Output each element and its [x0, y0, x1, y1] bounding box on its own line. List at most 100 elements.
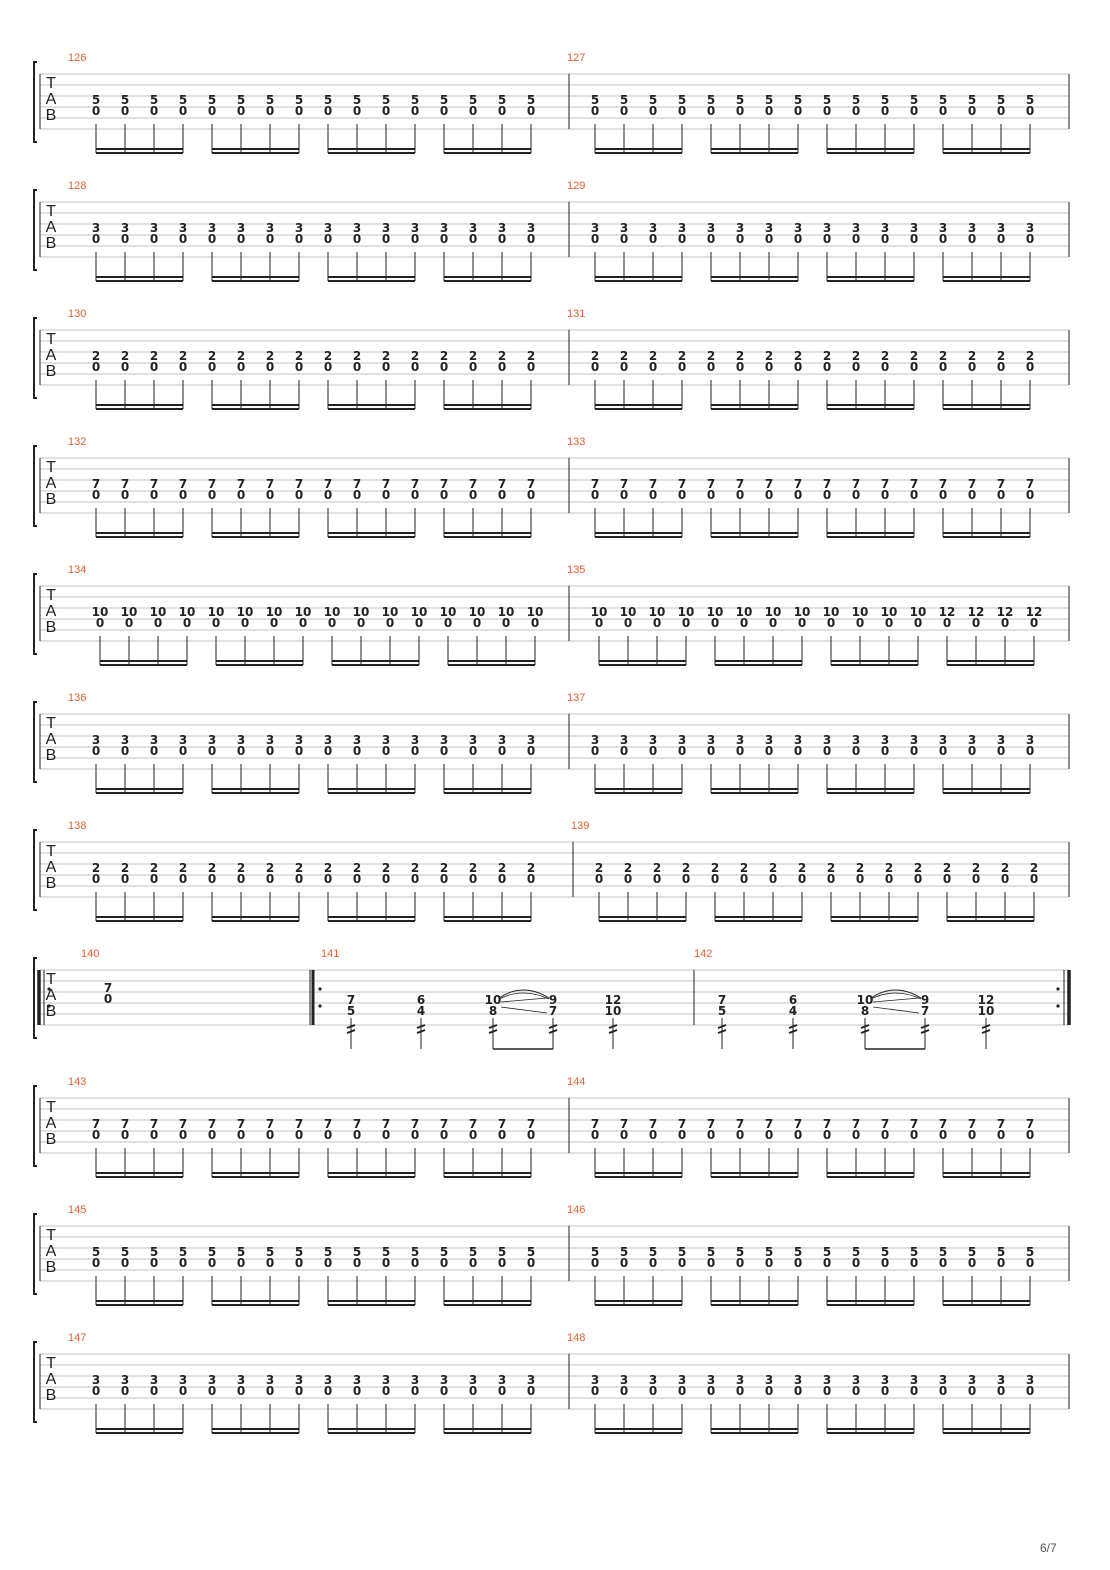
fret-number: 2 [823, 349, 831, 363]
fret-number: 0 [473, 616, 481, 630]
fret-number: 2 [881, 349, 889, 363]
fret-number: 0 [208, 1128, 216, 1142]
fret-number: 0 [96, 616, 104, 630]
fret-number: 10 [121, 605, 138, 619]
tab-system: TAB1341001001001001001001001001001001001… [33, 564, 1070, 666]
page-number: 6/7 [1040, 1541, 1057, 1555]
fret-number: 0 [208, 1256, 216, 1270]
tab-system: TAB1265050505050505050505050505050505012… [33, 52, 1070, 154]
fret-number: 0 [353, 360, 361, 374]
fret-number: 0 [939, 1384, 947, 1398]
fret-number: 0 [353, 1128, 361, 1142]
fret-number: 0 [823, 744, 831, 758]
fret-number: 7 [649, 477, 657, 491]
fret-number: 3 [823, 1373, 831, 1387]
fret-number: 0 [266, 360, 274, 374]
fret-number: 0 [237, 104, 245, 118]
fret-number: 0 [353, 104, 361, 118]
fret-number: 5 [649, 93, 657, 107]
fret-number: 2 [736, 349, 744, 363]
fret-number: 0 [92, 360, 100, 374]
fret-number: 2 [794, 349, 802, 363]
fret-number: 0 [527, 872, 535, 886]
fret-number: 0 [527, 360, 535, 374]
fret-number: 0 [1030, 872, 1038, 886]
fret-number: 7 [939, 1117, 947, 1131]
fret-number: 0 [765, 1256, 773, 1270]
fret-number: 0 [620, 232, 628, 246]
fret-number: 0 [150, 488, 158, 502]
fret-number: 0 [382, 360, 390, 374]
fret-number: 2 [997, 349, 1005, 363]
fret-number: 5 [92, 1245, 100, 1259]
fret-number: 0 [765, 360, 773, 374]
fret-number: 0 [649, 488, 657, 502]
fret-number: 3 [179, 733, 187, 747]
fret-number: 3 [411, 221, 419, 235]
fret-number: 3 [498, 221, 506, 235]
fret-number: 2 [353, 861, 361, 875]
fret-number: 0 [939, 360, 947, 374]
fret-number: 3 [707, 221, 715, 235]
fret-number: 0 [179, 872, 187, 886]
fret-number: 5 [411, 93, 419, 107]
fret-number: 0 [295, 872, 303, 886]
fret-number: 3 [324, 733, 332, 747]
fret-number: 7 [852, 1117, 860, 1131]
fret-number: 0 [943, 616, 951, 630]
fret-number: 0 [208, 232, 216, 246]
fret-number: 5 [852, 93, 860, 107]
fret-number: 3 [765, 221, 773, 235]
fret-number: 0 [150, 360, 158, 374]
fret-number: 2 [972, 861, 980, 875]
fret-number: 3 [997, 733, 1005, 747]
repeat-dot [318, 987, 322, 991]
fret-number: 5 [208, 93, 216, 107]
fret-number: 2 [914, 861, 922, 875]
fret-number: 7 [736, 477, 744, 491]
fret-number: 0 [591, 360, 599, 374]
fret-number: 5 [527, 1245, 535, 1259]
fret-number: 2 [411, 861, 419, 875]
fret-number: 0 [794, 1384, 802, 1398]
tab-clef-b: B [46, 1003, 57, 1020]
fret-number: 3 [620, 1373, 628, 1387]
fret-number: 5 [324, 93, 332, 107]
measure-number: 128 [68, 180, 86, 192]
fret-number: 5 [324, 1245, 332, 1259]
fret-number: 5 [718, 1004, 726, 1018]
fret-number: 0 [649, 360, 657, 374]
fret-number: 0 [295, 1384, 303, 1398]
fret-number: 0 [92, 744, 100, 758]
fret-number: 2 [498, 349, 506, 363]
fret-number: 0 [591, 744, 599, 758]
fret-number: 0 [765, 232, 773, 246]
fret-number: 0 [411, 872, 419, 886]
tab-clef-b: B [46, 619, 57, 636]
tremolo-slash [416, 1029, 426, 1034]
fret-number: 7 [411, 477, 419, 491]
fret-number: 0 [295, 232, 303, 246]
system-bracket [33, 445, 37, 527]
fret-number: 5 [347, 1004, 355, 1018]
fret-number: 3 [968, 1373, 976, 1387]
fret-number: 10 [978, 1004, 995, 1018]
fret-number: 0 [237, 232, 245, 246]
system-bracket [33, 701, 37, 783]
fret-number: 0 [591, 488, 599, 502]
fret-number: 0 [910, 232, 918, 246]
fret-number: 3 [678, 1373, 686, 1387]
fret-number: 3 [440, 221, 448, 235]
fret-number: 7 [295, 1117, 303, 1131]
fret-number: 10 [150, 605, 167, 619]
fret-number: 5 [910, 93, 918, 107]
fret-number: 7 [121, 477, 129, 491]
fret-number: 0 [856, 616, 864, 630]
fret-number: 0 [527, 744, 535, 758]
fret-number: 0 [179, 1256, 187, 1270]
fret-number: 2 [382, 861, 390, 875]
fret-number: 2 [769, 861, 777, 875]
fret-number: 0 [527, 1256, 535, 1270]
fret-number: 0 [794, 1128, 802, 1142]
fret-number: 7 [794, 477, 802, 491]
